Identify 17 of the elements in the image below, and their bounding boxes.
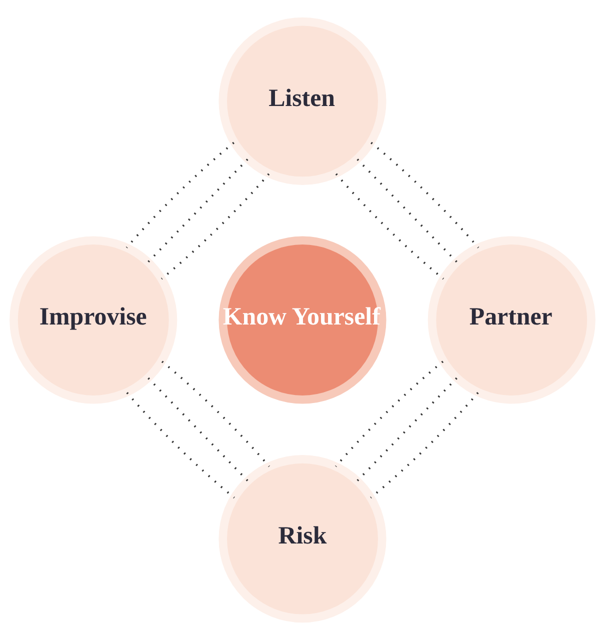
connector: [161, 360, 270, 467]
connector: [148, 158, 248, 262]
node-circle: Know Yourself: [218, 236, 386, 404]
connector: [126, 392, 235, 498]
node-circle: Risk: [218, 454, 386, 622]
connector: [356, 158, 458, 262]
connector: [335, 360, 444, 467]
connector: [335, 172, 444, 280]
connector: [370, 141, 480, 248]
node-circle: Partner: [428, 236, 596, 404]
connector: [160, 172, 270, 280]
connector: [356, 376, 458, 481]
connector: [370, 392, 479, 498]
node-circle: Improvise: [10, 236, 178, 404]
connector: [126, 141, 234, 248]
connector: [148, 376, 248, 481]
node-circle: Listen: [218, 16, 386, 184]
